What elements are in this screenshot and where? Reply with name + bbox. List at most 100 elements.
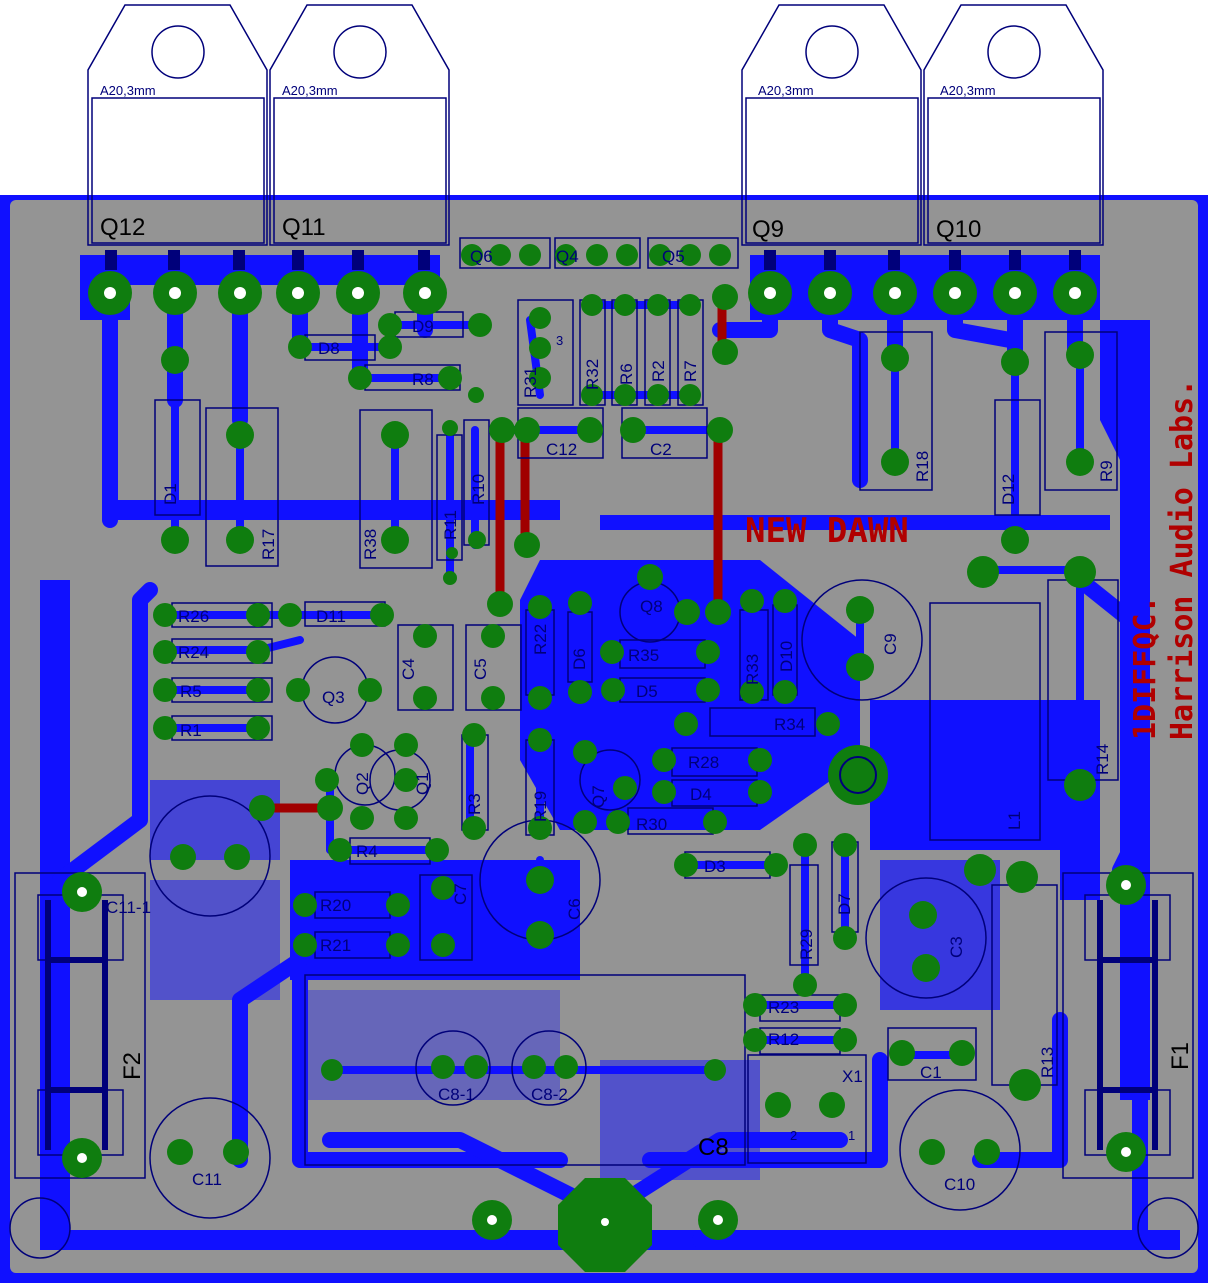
pad [652,780,676,804]
power-transistor-outlines [87,4,1104,246]
pad [468,387,484,403]
label-l1: L1 [1005,811,1024,830]
pad [554,1055,578,1079]
label-r11: R11 [441,510,460,540]
pad [846,596,874,624]
pad [528,595,552,619]
pad [601,678,625,702]
pad [764,853,788,877]
drill-holes [77,287,1131,1225]
label-r21: R21 [320,936,351,955]
label-r23: R23 [768,998,799,1017]
pad [577,417,603,443]
pad [489,417,515,443]
pad [704,1059,726,1081]
pad [573,740,597,764]
pad [462,723,486,747]
label-q4: Q4 [556,247,579,266]
pad [153,640,177,664]
pad [468,531,486,549]
label-r20: R20 [320,896,351,915]
label-q11: Q11 [282,214,326,241]
label-r29: R29 [797,929,816,960]
pad [317,795,343,821]
label-r38: R38 [361,529,380,560]
label-r34: R34 [774,715,805,734]
label-d1: D1 [161,483,180,505]
label-d11: D11 [316,607,346,626]
pad [370,603,394,627]
label-x1: X1 [842,1067,863,1086]
pad [949,1040,975,1066]
pad [705,599,731,625]
pad [833,1028,857,1052]
label-r10: R10 [469,474,488,505]
label-c3: C3 [947,936,966,958]
pad [348,366,372,390]
label-r4: R4 [356,842,378,861]
pad [649,244,671,266]
pad [223,1139,249,1165]
pad [153,716,177,740]
pad [278,603,302,627]
pad [743,993,767,1017]
pad [616,244,638,266]
pad [647,384,669,406]
label-c8-1: C8-1 [438,1085,475,1104]
label-q6: Q6 [470,247,493,266]
pad [573,810,597,834]
label-f2: F2 [119,1052,146,1080]
silkscreen-labels: A20,3mm A20,3mm A20,3mm A20,3mm Q12 Q11 … [100,83,1194,1194]
label-r1: R1 [180,721,202,740]
label-r7: R7 [681,360,700,382]
label-r2: R2 [649,360,668,382]
pin-label-1: 1 [848,1128,855,1143]
package-label-q11: A20,3mm [282,83,338,98]
pad [637,564,663,590]
pad [249,795,275,821]
pad [613,776,637,800]
pad [974,1139,1000,1165]
package-label-q12: A20,3mm [100,83,156,98]
label-c8-2: C8-2 [531,1085,568,1104]
pad [438,366,462,390]
pad [568,591,592,615]
package-label-q9: A20,3mm [758,83,814,98]
pin-label-3: 3 [556,333,563,348]
pad [529,337,551,359]
pad [773,589,797,613]
pad [568,680,592,704]
pad [652,748,676,772]
label-r19: R19 [531,791,550,822]
pad [816,712,840,736]
pad [964,854,996,886]
pad [386,893,410,917]
pad [161,526,189,554]
pad [528,816,552,840]
pad [528,686,552,710]
pad [707,417,733,443]
pad [709,244,731,266]
l1-core-ring [839,756,877,794]
label-q5: Q5 [662,247,685,266]
fuse-bars [45,900,1158,1150]
pad [526,921,554,949]
label-c8: C8 [698,1134,729,1161]
pad [889,1040,915,1066]
pad [293,933,317,957]
pad [1001,526,1029,554]
pad [740,589,764,613]
pad [819,1092,845,1118]
pad [161,346,189,374]
label-c1: C1 [920,1063,942,1082]
pad [581,384,603,406]
label-d4: D4 [690,785,712,804]
pad [394,806,418,830]
pad [481,686,505,710]
pad [246,716,270,740]
pad [425,838,449,862]
pad [614,294,636,316]
pad [358,678,382,702]
label-q3: Q3 [322,688,345,707]
